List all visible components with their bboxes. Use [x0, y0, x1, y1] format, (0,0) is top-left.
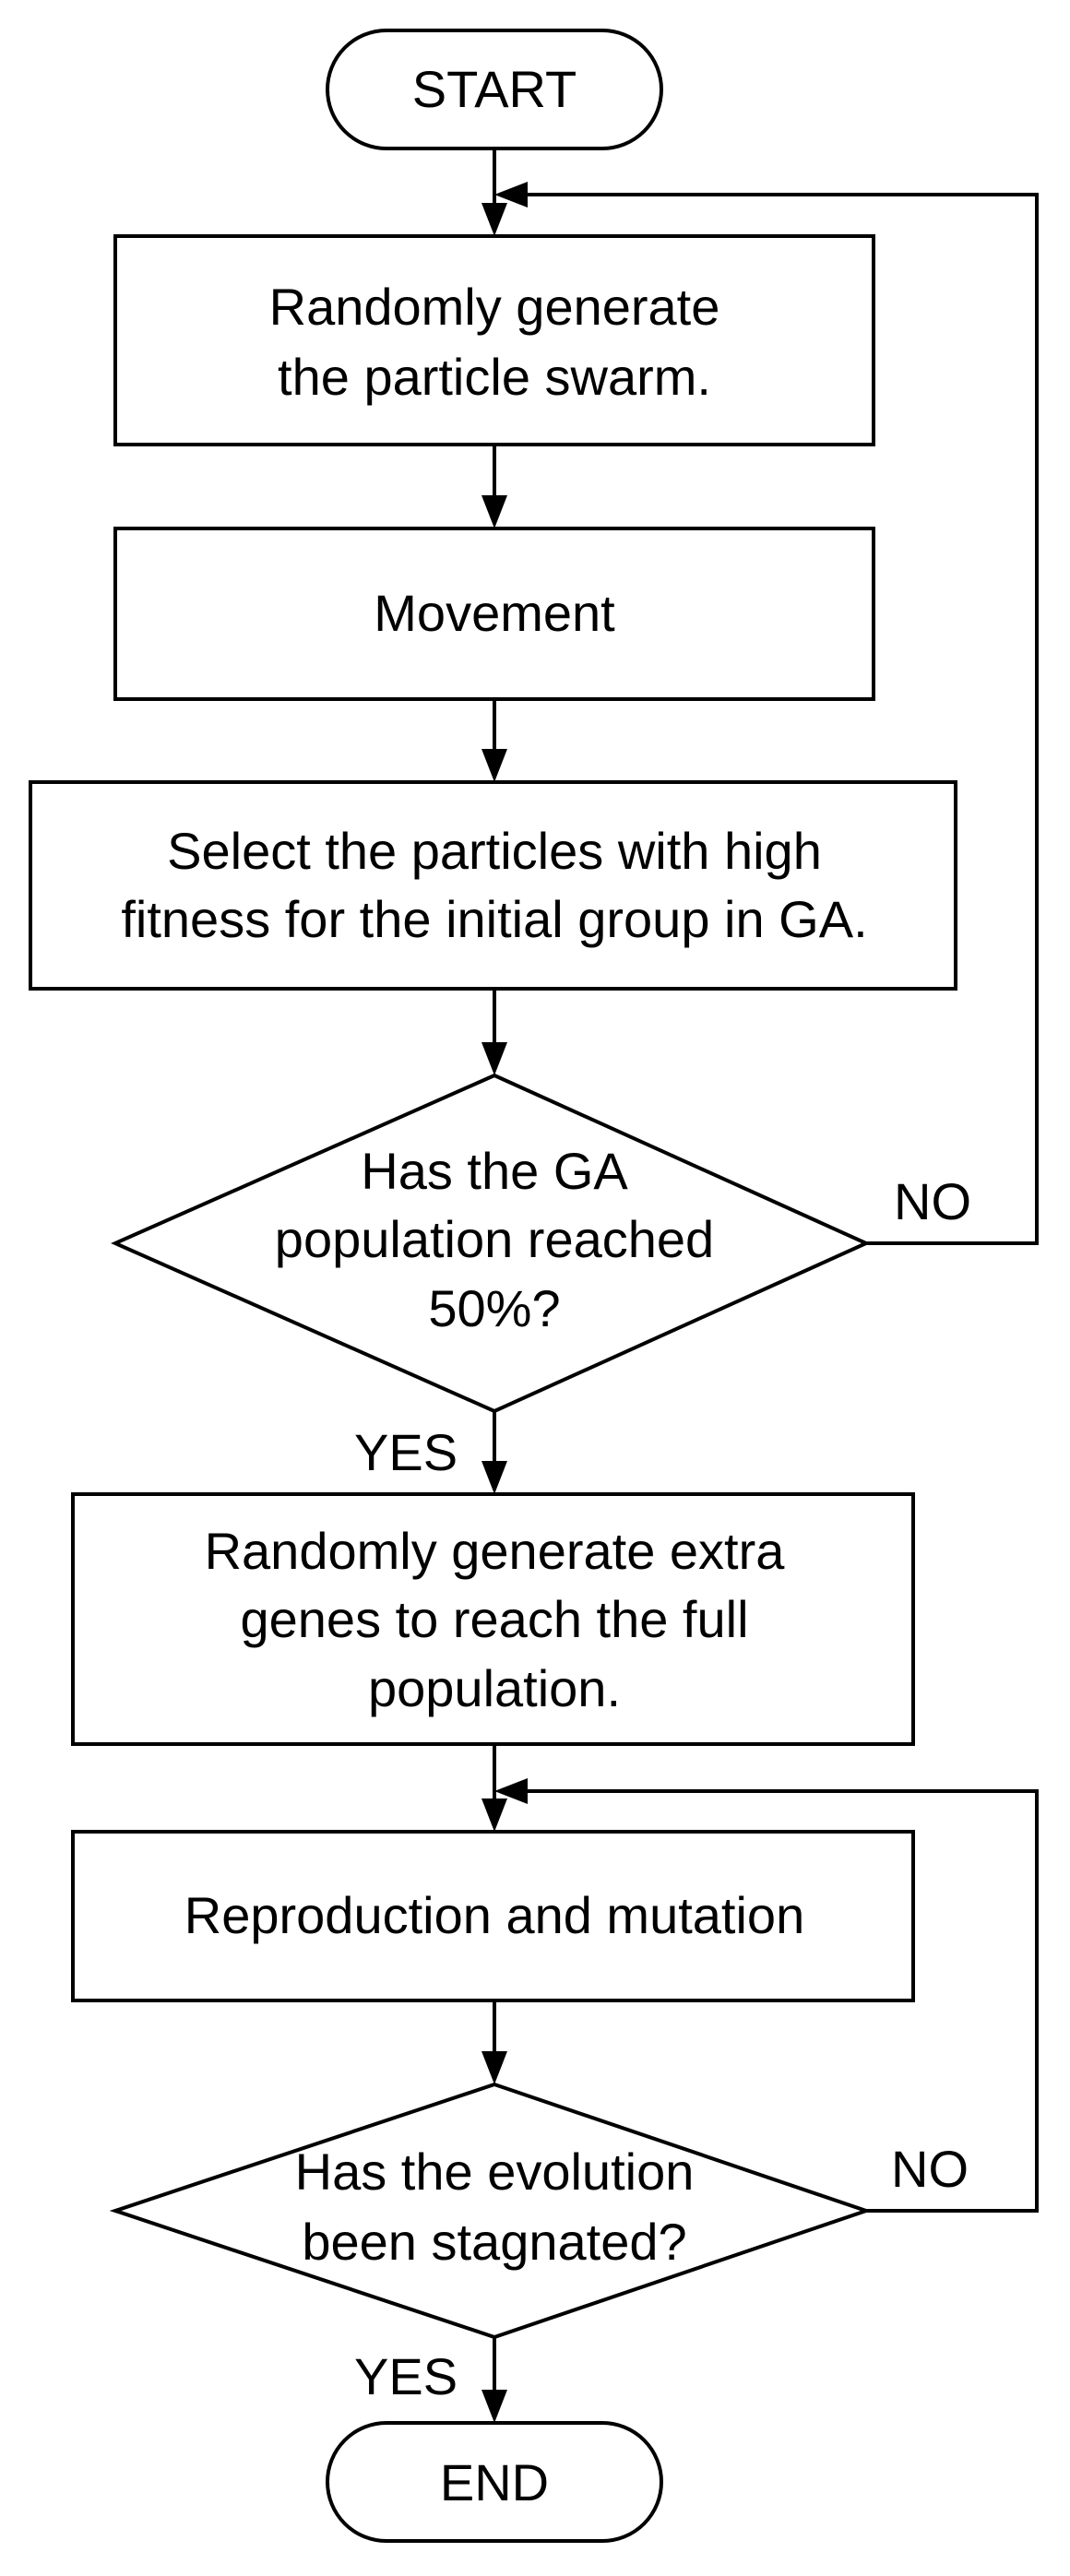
process-select-particles-line-2: fitness for the initial group in GA.: [121, 890, 867, 948]
connector-decision2-no-loop: [511, 1789, 1039, 2213]
decision-evolution-stagnated-line-1: Has the evolution: [295, 2143, 695, 2201]
process-select-particles-line-1: Select the particles with high: [167, 822, 822, 880]
end-node: END: [326, 2421, 663, 2543]
decision2-no-label: NO: [891, 2140, 969, 2198]
process-movement-label: Movement: [374, 584, 615, 642]
arrowhead: [494, 182, 528, 208]
process-generate-swarm-line-2: the particle swarm.: [278, 348, 711, 406]
arrowhead: [482, 203, 507, 236]
process-generate-genes: Randomly generate extra genes to reach t…: [71, 1492, 915, 1746]
arrowhead: [482, 1042, 507, 1075]
decision-population-reached-line-1: Has the GA: [361, 1142, 628, 1200]
decision1-yes-label: YES: [354, 1423, 458, 1481]
start-node: START: [326, 29, 663, 150]
connector-decision1-no-loop: [511, 193, 1039, 1245]
process-movement: Movement: [113, 527, 875, 701]
decision-population-reached: Has the GA population reached 50%?: [111, 1073, 871, 1414]
start-label: START: [412, 60, 577, 118]
arrowhead: [482, 749, 507, 782]
process-generate-genes-line-2: genes to reach the full: [240, 1590, 748, 1648]
decision-evolution-stagnated-line-2: been stagnated?: [302, 2213, 686, 2271]
end-label: END: [440, 2453, 549, 2511]
process-generate-swarm: Randomly generate the particle swarm.: [113, 234, 875, 446]
arrowhead: [482, 2390, 507, 2423]
process-generate-swarm-line-1: Randomly generate: [269, 278, 720, 336]
decision2-yes-label: YES: [354, 2347, 458, 2405]
decision1-no-label: NO: [894, 1172, 971, 1230]
process-reproduction-mutation: Reproduction and mutation: [71, 1830, 915, 2002]
decision-population-reached-line-2: population reached: [275, 1210, 714, 1268]
decision-evolution-stagnated: Has the evolution been stagnated?: [109, 2082, 873, 2340]
process-generate-genes-line-3: population.: [368, 1659, 621, 1717]
arrowhead: [482, 1798, 507, 1832]
process-reproduction-mutation-label: Reproduction and mutation: [184, 1886, 804, 1944]
arrowhead: [482, 495, 507, 528]
arrowhead: [494, 1778, 528, 1804]
process-select-particles: Select the particles with high fitness f…: [29, 780, 957, 991]
decision-population-reached-line-3: 50%?: [428, 1279, 560, 1337]
process-generate-genes-line-1: Randomly generate extra: [205, 1522, 786, 1580]
arrowhead: [482, 1461, 507, 1494]
arrowhead: [482, 2051, 507, 2084]
